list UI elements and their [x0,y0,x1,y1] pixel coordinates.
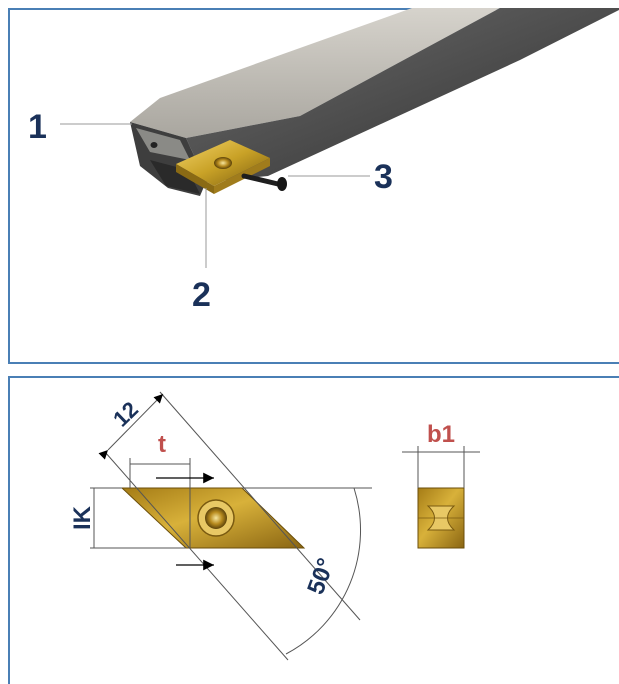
insert-dimensions-panel [8,376,619,684]
dimension-label-b1: b1 [427,421,455,448]
dimension-t [129,458,191,548]
dimension-ik [90,487,186,549]
dimension-b1 [402,446,480,488]
callout-1: 1 [28,108,47,146]
insert-side-view [417,487,465,549]
insert-top-view [120,487,306,549]
clamp-hole-icon [150,142,158,148]
tool-holder-body [130,8,619,196]
dimension-label-12: 12 [108,397,143,432]
callout-3: 3 [374,158,393,196]
dimension-label-t: t [158,431,166,458]
dimension-angle [242,487,372,655]
tool-assembly-panel [8,8,619,364]
dimension-12 [98,391,361,661]
callout-2: 2 [192,276,211,314]
clamping-screw-icon [241,173,287,191]
dimension-label-ik: IK [69,505,96,530]
